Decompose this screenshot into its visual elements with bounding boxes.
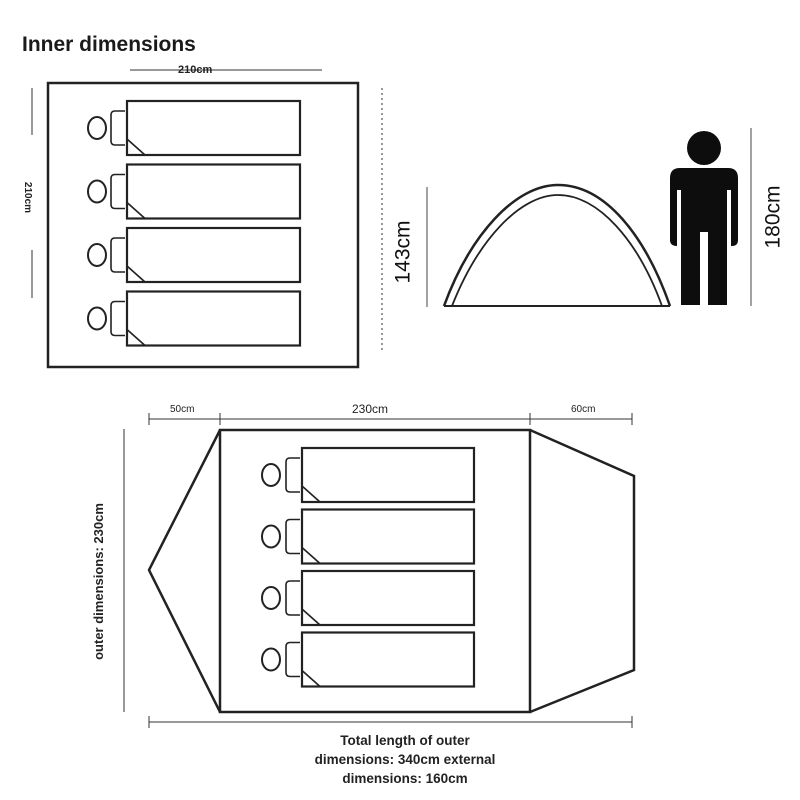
inner-depth-label: 210cm (22, 181, 34, 214)
inner-dimension-lines (31, 69, 383, 350)
sleeping-person (261, 631, 476, 688)
footer-line-2: dimensions: 340cm external (314, 752, 496, 767)
sleeping-person (87, 290, 302, 347)
outer-sleeper-group (261, 446, 476, 688)
rear-vestibule-label: 60cm (571, 404, 596, 415)
tent-arch (442, 183, 672, 307)
footer-line-3: dimensions: 160cm (342, 771, 468, 786)
footer-line-1: Total length of outer (340, 733, 470, 748)
tent-height-label: 143cm (391, 220, 415, 284)
sleeping-person (87, 99, 302, 157)
front-vestibule-label: 50cm (170, 404, 195, 415)
outer-width-label: outer dimensions: 230cm (90, 503, 106, 660)
outer-dimensions-note: Total length of outer dimensions: 340cm … (250, 731, 560, 788)
sleeping-person (261, 569, 476, 627)
outer-tent-outline (147, 428, 636, 714)
sleeping-person (261, 446, 476, 504)
sleeping-person (261, 508, 476, 565)
sleeping-person (87, 226, 302, 284)
person-height-label: 180cm (761, 185, 785, 249)
body-length-label: 230cm (352, 402, 389, 416)
sleeping-person (87, 163, 302, 220)
page-title: Inner dimensions (22, 33, 196, 56)
inner-floor-outline (46, 81, 360, 369)
inner-width-label: 210cm (178, 64, 213, 76)
person-silhouette (670, 131, 738, 305)
inner-sleeper-group (87, 99, 302, 347)
outer-dimension-lines (123, 413, 633, 728)
